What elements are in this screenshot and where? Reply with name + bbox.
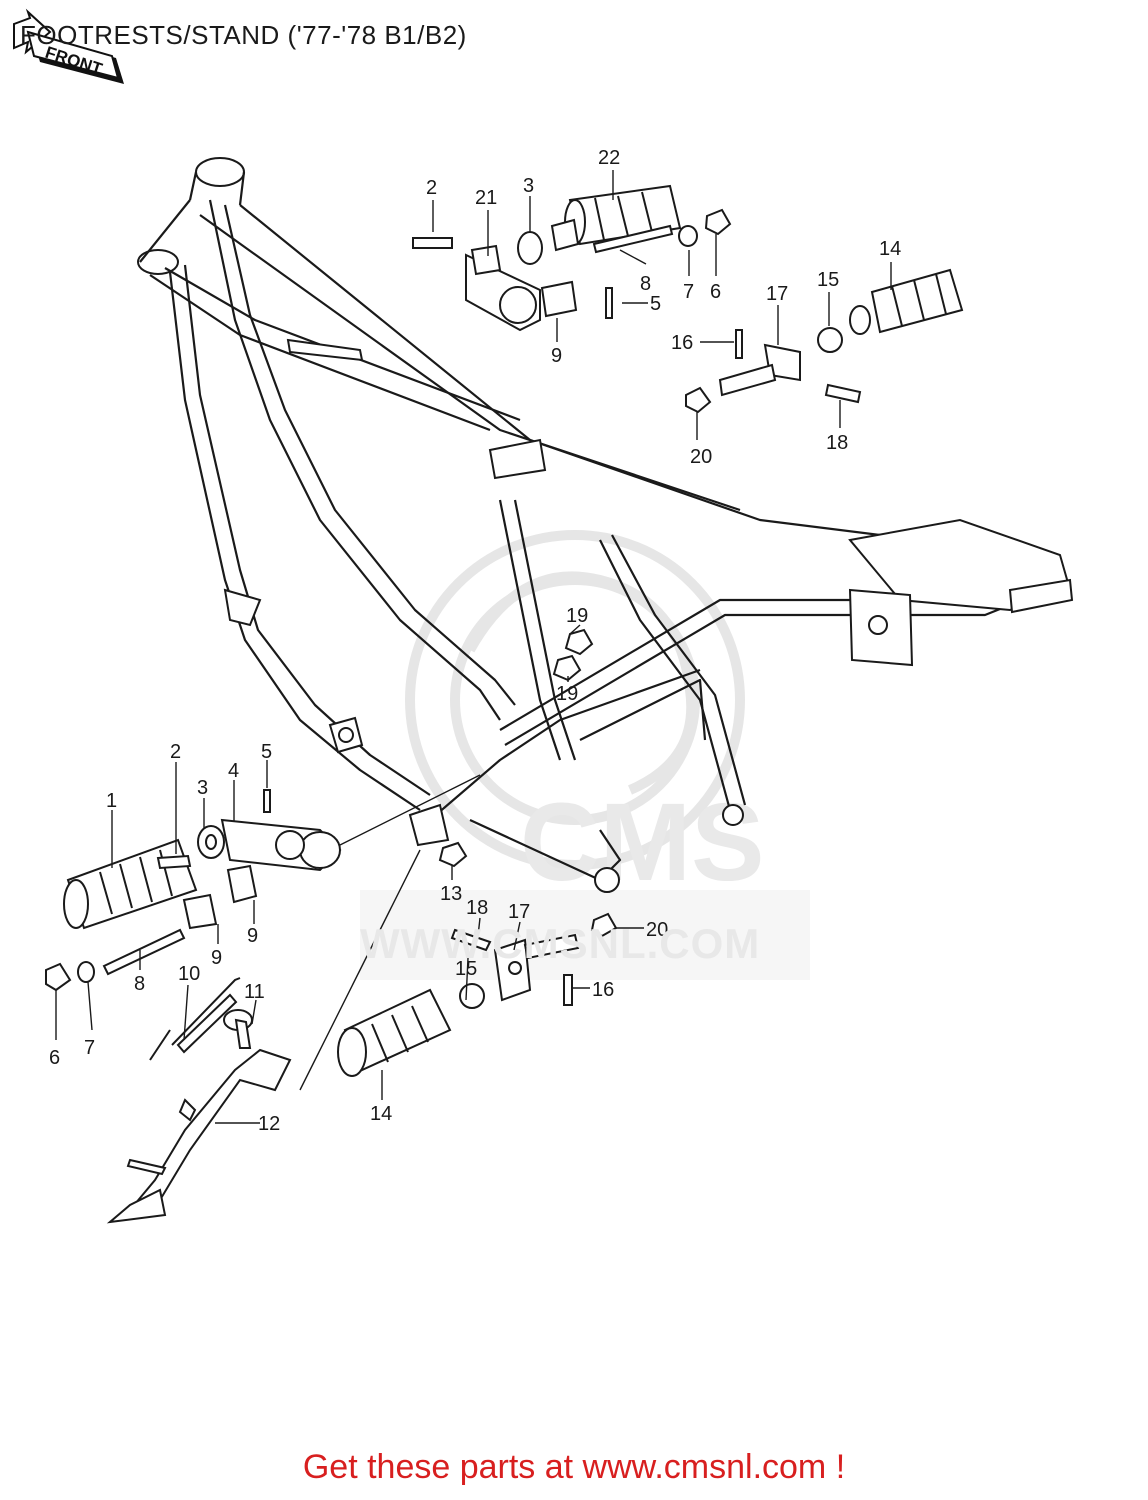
leader-lines — [55, 170, 892, 1124]
callout-19-upper: 19 — [566, 605, 588, 627]
callout-15-top: 15 — [817, 269, 839, 291]
callout-labels: 2 21 3 22 8 5 9 7 6 17 15 14 16 20 18 19… — [49, 147, 901, 1135]
callout-2-top: 2 — [426, 177, 437, 199]
callout-10: 10 — [178, 963, 200, 985]
callout-18-top: 18 — [826, 432, 848, 454]
callout-3-top: 3 — [523, 175, 534, 197]
footpeg-rubber-14-lower — [337, 988, 452, 1077]
front-arrow-icon: FRONT — [13, 8, 124, 84]
footpeg-rubber-14-upper — [849, 268, 964, 335]
callout-19-lower: 19 — [556, 683, 578, 705]
callout-6-left: 6 — [49, 1047, 60, 1069]
watermark-logo: CMS — [360, 530, 810, 980]
callout-16-lower: 16 — [592, 979, 614, 1001]
callout-17-lower: 17 — [508, 901, 530, 923]
watermark-logo-text: CMS — [520, 781, 764, 904]
callout-6-top: 6 — [710, 281, 721, 303]
side-stand-12 — [106, 1048, 292, 1224]
callout-17-top: 17 — [766, 283, 788, 305]
cta-link[interactable]: Get these parts at www.cmsnl.com ! — [302, 1448, 846, 1486]
callout-21: 21 — [475, 187, 497, 209]
callout-8-top: 8 — [640, 273, 651, 295]
callout-2-left: 2 — [170, 741, 181, 763]
callout-20-top: 20 — [690, 446, 712, 468]
callout-18-lower: 18 — [466, 897, 488, 919]
callout-1: 1 — [106, 790, 117, 812]
callout-5-top: 5 — [650, 293, 661, 315]
callout-13: 13 — [440, 883, 462, 905]
callout-16-top: 16 — [671, 332, 693, 354]
callout-9-top: 9 — [551, 345, 562, 367]
callout-14-top: 14 — [879, 238, 901, 260]
rear-footrest-assembly-lower — [337, 912, 618, 1077]
callout-4: 4 — [228, 760, 239, 782]
callout-7-left: 7 — [84, 1037, 95, 1059]
callout-22: 22 — [598, 147, 620, 169]
callout-8-left: 8 — [134, 973, 145, 995]
callout-11: 11 — [244, 981, 265, 1003]
callout-5-left: 5 — [261, 741, 272, 763]
top-footrest-assembly — [412, 184, 964, 682]
watermark-url: WWW.CMSNL.COM — [360, 920, 761, 967]
callout-15-lower: 15 — [455, 958, 477, 980]
callout-9-left-a: 9 — [247, 925, 258, 947]
callout-12: 12 — [258, 1113, 280, 1135]
left-footrest-assembly — [45, 789, 342, 1224]
motorcycle-frame — [137, 157, 1074, 893]
callout-9-left-b: 9 — [211, 947, 222, 969]
page-title: FOOTRESTS/STAND ('77-'78 B1/B2) — [20, 20, 467, 50]
callout-14-lower: 14 — [370, 1103, 392, 1125]
callout-20-lower: 20 — [646, 919, 668, 941]
callout-7-top: 7 — [683, 281, 694, 303]
callout-3-left: 3 — [197, 777, 208, 799]
